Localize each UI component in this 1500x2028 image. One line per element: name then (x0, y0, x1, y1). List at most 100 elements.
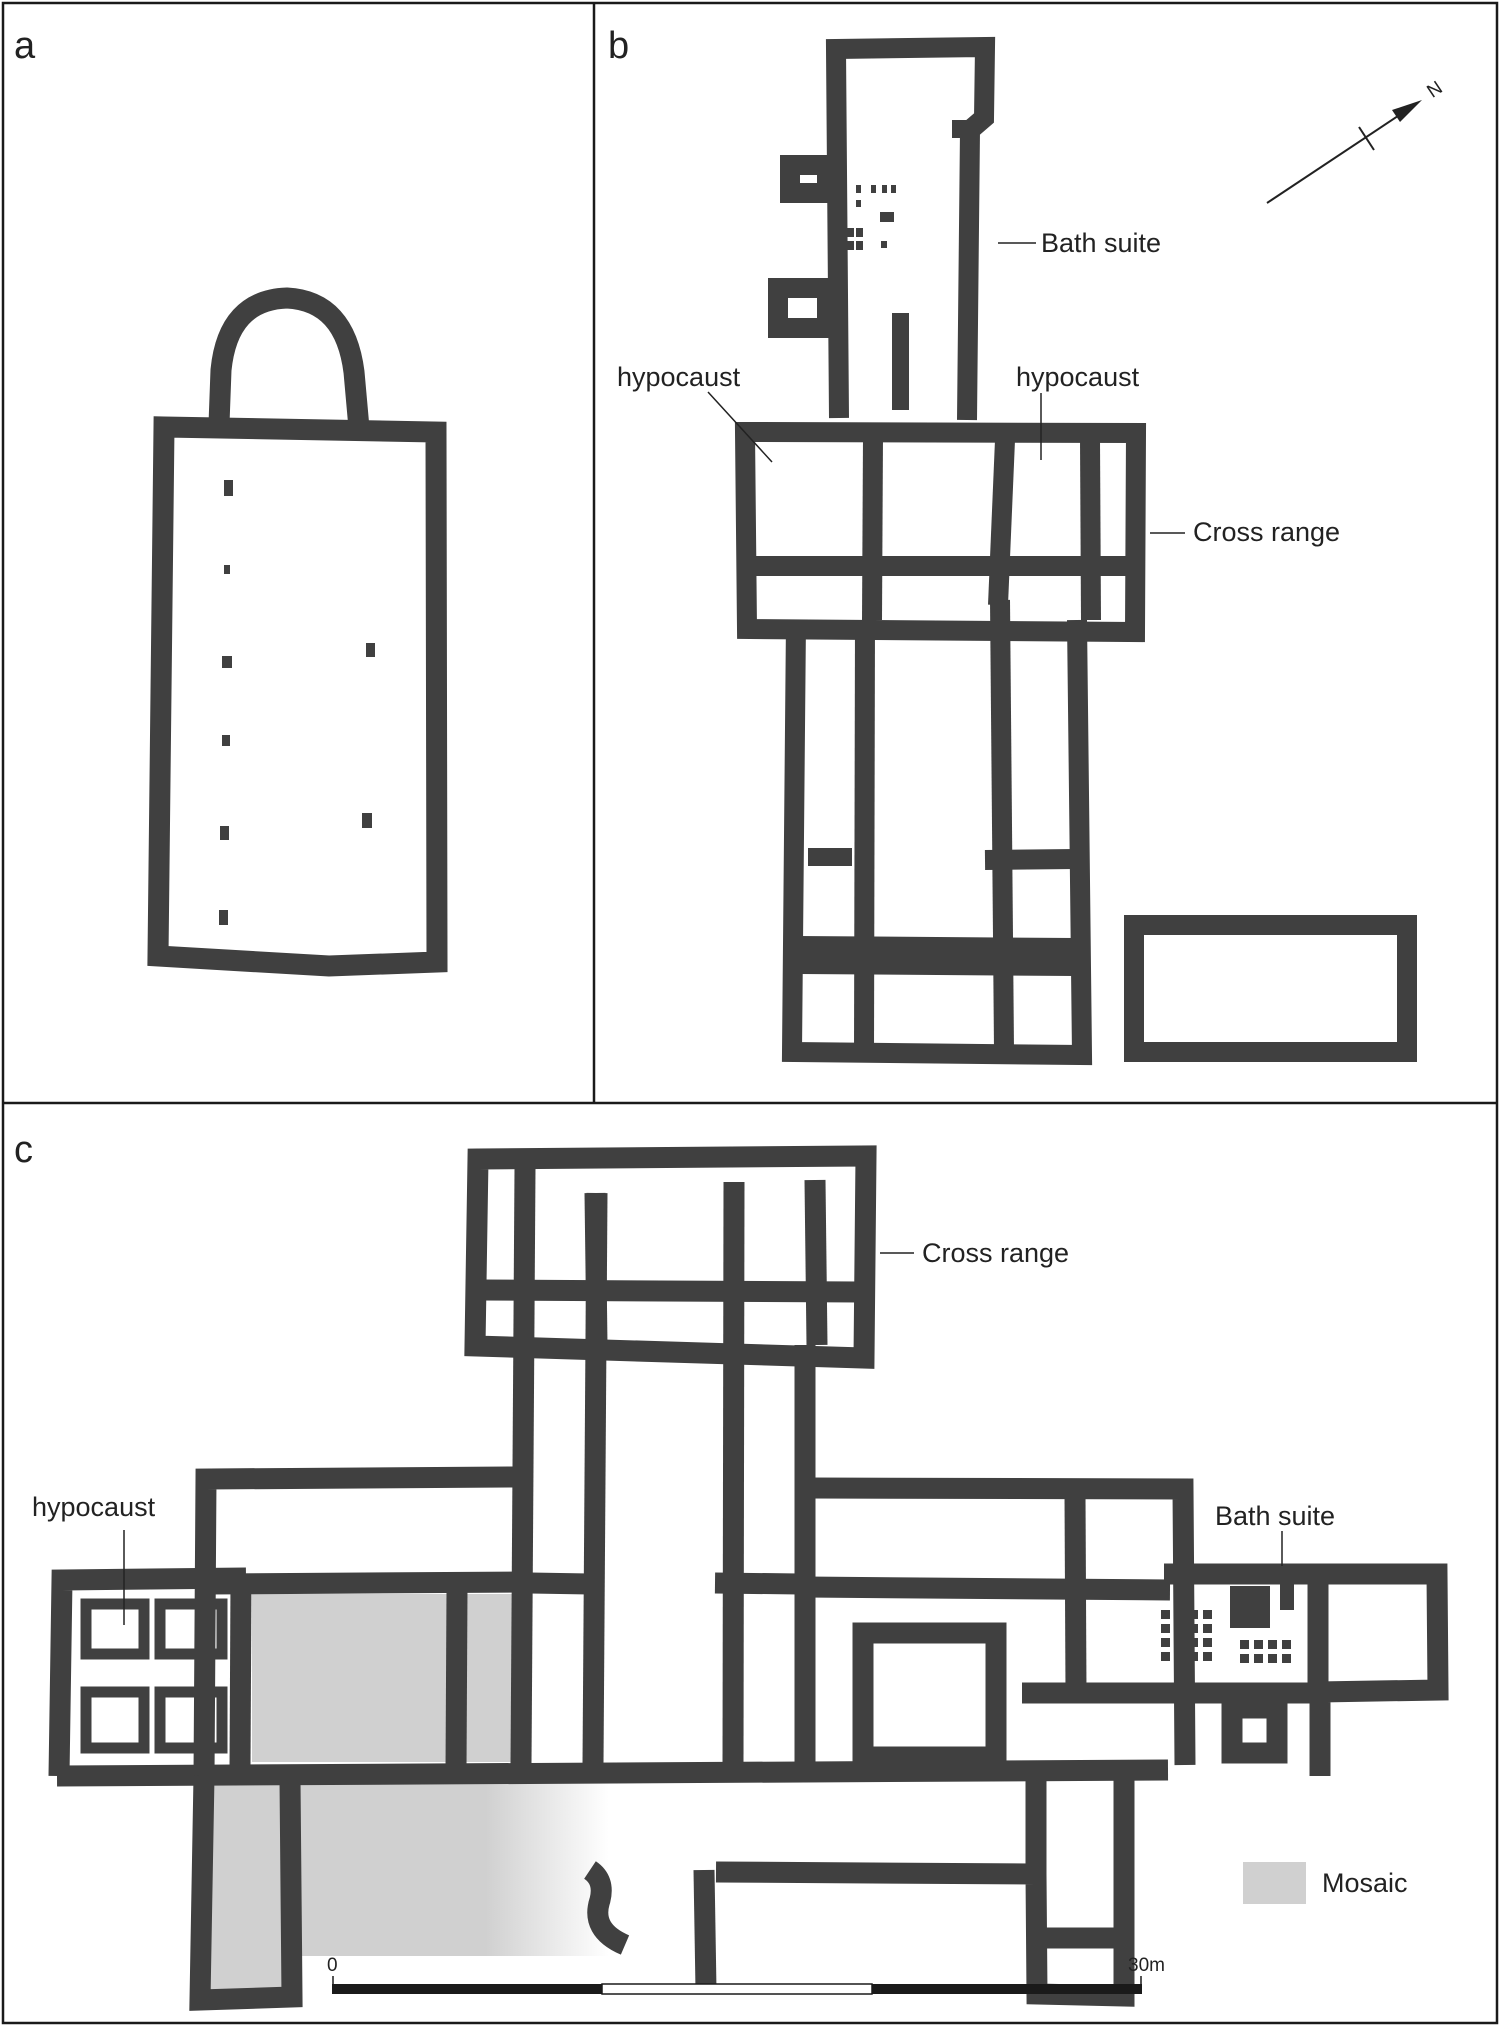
pila (880, 212, 894, 222)
post-hole (222, 735, 230, 746)
main-range-cross-wall (799, 954, 1076, 976)
bath-suite-pilae (1161, 1580, 1294, 1663)
central-hall-cross-wall (714, 1572, 801, 1595)
scale-bar: 0 30m (327, 1955, 1165, 1995)
west-wing-walls (193, 1466, 516, 1777)
main-range-partition (854, 619, 875, 1053)
label-hypocaust: hypocaust (32, 1492, 156, 1522)
east-wing-walls (808, 1477, 1196, 1766)
pila (856, 185, 861, 193)
cross-range-partition (1080, 439, 1101, 621)
bath-wall-fragment (1230, 1586, 1270, 1628)
pila (1175, 1624, 1184, 1633)
north-arrow-shaft (1266, 107, 1411, 204)
main-range-partition (990, 599, 1014, 1051)
label-cross-range: Cross range (922, 1238, 1069, 1268)
scale-bar-segment-dark (872, 1984, 1142, 1994)
pila (1175, 1610, 1184, 1619)
east-wing-room (852, 1622, 1007, 1768)
south-main-wall (56, 1759, 1169, 1787)
north-arrow-tick (1358, 126, 1375, 151)
main-range-walls (781, 619, 1093, 1066)
pila (1189, 1624, 1198, 1633)
scale-bar-end-label: 30m (1128, 1955, 1165, 1976)
hypocaust-room (80, 1686, 150, 1754)
pila (1189, 1610, 1198, 1619)
wall-fragment (892, 313, 909, 410)
central-hall-partition (722, 1181, 745, 1765)
legend-mosaic-swatch (1243, 1862, 1306, 1904)
pila (847, 241, 854, 250)
cross-range-outer (734, 421, 1147, 643)
pila (881, 241, 887, 248)
hypocaust-room (154, 1598, 228, 1660)
wall-fragment (952, 120, 976, 138)
cross-range-inner-wall (479, 1279, 861, 1303)
pila (1175, 1638, 1184, 1647)
post-hole (224, 565, 230, 574)
label-cross-range: Cross range (1193, 517, 1340, 547)
panel-c-building-walls (48, 1145, 1449, 2011)
south-east-walls (715, 1770, 1135, 2007)
north-arrow-label: N (1423, 77, 1446, 102)
panel-b: b (608, 25, 1447, 1066)
pila (1254, 1640, 1263, 1649)
post-hole (366, 643, 375, 657)
south-annex-walls (189, 1775, 303, 2011)
pila (1254, 1654, 1263, 1663)
panel-a: a (14, 25, 448, 977)
panel-c-letter: c (14, 1129, 33, 1171)
central-hall-cross-wall (529, 1572, 591, 1595)
pila (1240, 1640, 1249, 1649)
pila (847, 228, 854, 237)
panel-a-post-holes (219, 480, 375, 925)
pila (1282, 1640, 1291, 1649)
pila (1282, 1654, 1291, 1663)
pila (871, 185, 876, 193)
pila (1175, 1652, 1184, 1661)
pila (856, 200, 861, 207)
pila (1203, 1624, 1212, 1633)
pila (1161, 1610, 1170, 1619)
south-wall-fragment (693, 1869, 717, 1991)
pila (1161, 1624, 1170, 1633)
label-hypocaust-right: hypocaust (1016, 362, 1140, 392)
pila (1161, 1652, 1170, 1661)
scale-bar-segment-light (601, 1983, 873, 1995)
pila (1268, 1654, 1277, 1663)
cross-range-partition (988, 439, 1015, 606)
north-arrow: N (1266, 77, 1447, 204)
pila (856, 228, 863, 237)
bath-suite-walls (825, 36, 996, 421)
pila (1240, 1654, 1249, 1663)
panel-c: c (14, 1129, 1449, 2011)
pila (1189, 1638, 1198, 1647)
legend: Mosaic (1243, 1862, 1408, 1904)
panel-c-leader-lines (123, 1252, 1283, 1625)
west-wing-partition (445, 1589, 468, 1771)
central-hall-partition (582, 1192, 608, 1765)
panel-b-leader-lines (707, 242, 1185, 534)
panel-b-building-walls (734, 36, 1417, 1066)
apse-wall (208, 287, 370, 429)
hypocaust-block-partition (229, 1579, 252, 1771)
pila (1203, 1638, 1212, 1647)
cross-range-outer (464, 1145, 877, 1369)
post-hole (220, 826, 229, 840)
north-arrow-head (1392, 100, 1422, 122)
post-hole (224, 480, 233, 496)
label-hypocaust-left: hypocaust (617, 362, 741, 392)
cross-range-partition (862, 435, 883, 621)
hypocaust-rooms (80, 1598, 228, 1754)
main-range-cross-wall (796, 936, 1076, 958)
hypocaust-block-walls (48, 1567, 247, 1777)
main-range-short-wall (984, 849, 1077, 870)
post-hole (219, 910, 228, 925)
label-bath-suite: Bath suite (1041, 228, 1161, 258)
mosaic-area (252, 1594, 512, 1762)
label-bath-suite: Bath suite (1215, 1501, 1335, 1531)
